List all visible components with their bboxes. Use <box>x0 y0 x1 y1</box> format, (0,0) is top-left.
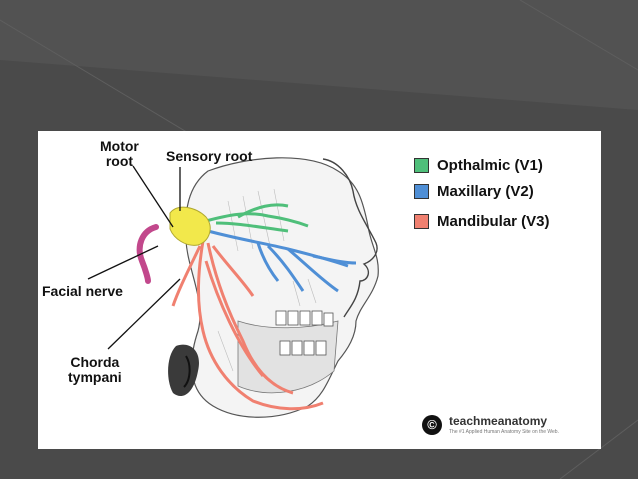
chorda-tympani-label: Chorda tympani <box>68 355 122 385</box>
teeth <box>275 310 334 356</box>
sensory-root-label: Sensory root <box>166 148 253 164</box>
legend-label: Mandibular (V3) <box>437 213 550 230</box>
mandibular-swatch <box>414 214 429 229</box>
face-profile <box>322 158 378 318</box>
facial-nerve-label: Facial nerve <box>42 283 123 299</box>
legend-label: Opthalmic (V1) <box>437 157 543 174</box>
legend-label: Maxillary (V2) <box>437 183 534 200</box>
ophthalmic-swatch <box>414 158 429 173</box>
brand-name: teachmeanatomy <box>449 414 548 428</box>
brand-tagline: The #1 Applied Human Anatomy Site on the… <box>449 429 559 435</box>
ear-region <box>168 344 199 397</box>
mandibular-branches <box>171 240 324 411</box>
facial-nerve <box>136 224 159 284</box>
maxillary-swatch <box>414 184 429 199</box>
legend-item-ophthalmic: Opthalmic (V1) <box>414 157 543 174</box>
maxillary-branches <box>207 229 357 293</box>
leader-lines <box>87 165 181 350</box>
chorda-tympani-text: Chorda tympani <box>68 354 122 385</box>
ophthalmic-branches <box>205 203 309 233</box>
motor-root-label: Motor root <box>100 139 139 169</box>
legend-item-maxillary: Maxillary (V2) <box>414 183 534 200</box>
diagram-panel: Motor root Sensory root Facial nerve Cho… <box>38 131 601 449</box>
trigeminal-illustration <box>87 157 379 418</box>
teachmeanatomy-watermark: © teachmeanatomy The #1 Applied Human An… <box>422 414 559 435</box>
copyright-icon: © <box>422 414 442 435</box>
trigeminal-ganglion <box>169 206 211 246</box>
motor-root-text: Motor root <box>100 138 139 169</box>
legend-item-mandibular: Mandibular (V3) <box>414 213 550 230</box>
